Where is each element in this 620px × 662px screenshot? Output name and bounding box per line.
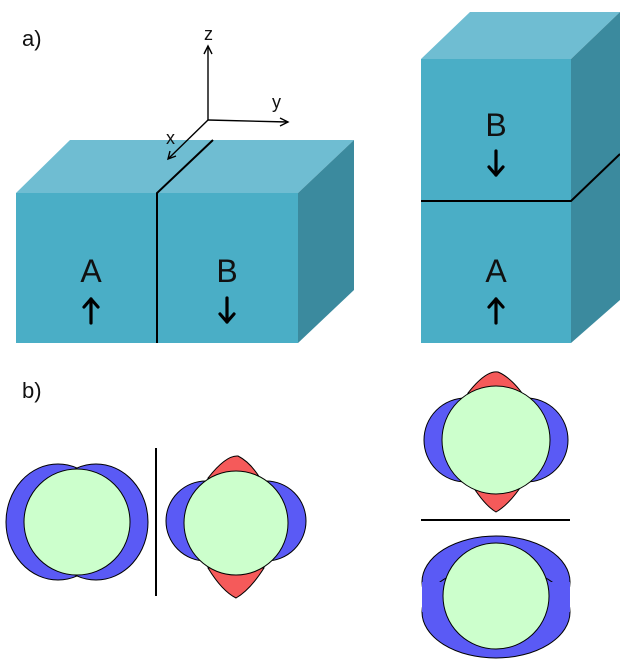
layer-label-right-a: A	[485, 253, 507, 289]
y-axis-arrowhead	[279, 117, 290, 127]
axis-label-y: y	[272, 92, 281, 112]
orbital-right-a-core	[442, 542, 550, 650]
coordinate-axes	[166, 44, 290, 161]
axis-label-x: x	[166, 128, 175, 148]
orbital-right-b	[423, 371, 569, 513]
panel-label-b: b)	[22, 378, 42, 403]
spin-up-arrow-right-a	[487, 297, 505, 325]
orbital-left-b-red-bottom	[207, 567, 265, 599]
orbital-left-b	[165, 455, 307, 599]
right-stack-interface-line	[421, 153, 620, 202]
orbital-right-a	[421, 535, 571, 659]
x-axis-arrowhead	[166, 150, 177, 161]
right-stack: B A	[421, 12, 620, 343]
right-stack-top-face	[421, 12, 620, 59]
left-slab-side-face	[298, 140, 354, 343]
x-axis	[167, 119, 209, 160]
orbital-left-a	[5, 463, 149, 581]
axis-label-z: z	[204, 24, 213, 44]
orbital-right-b-core	[441, 385, 551, 495]
spin-down-arrow-right-b	[487, 149, 505, 177]
layer-label-right-b: B	[485, 107, 506, 143]
orbital-left-b-core	[183, 470, 289, 576]
left-slab-interface-line	[156, 139, 214, 343]
y-axis	[207, 119, 289, 123]
layer-label-left-a: A	[80, 253, 102, 289]
spin-up-arrow-left-a	[82, 297, 100, 325]
left-slab: A B	[16, 139, 354, 343]
orbital-left-a-core	[23, 468, 131, 576]
z-axis-arrowhead	[203, 44, 213, 55]
layer-label-left-b: B	[216, 253, 237, 289]
panel-label-a: a)	[22, 26, 42, 51]
spin-down-arrow-left-b	[218, 296, 236, 324]
